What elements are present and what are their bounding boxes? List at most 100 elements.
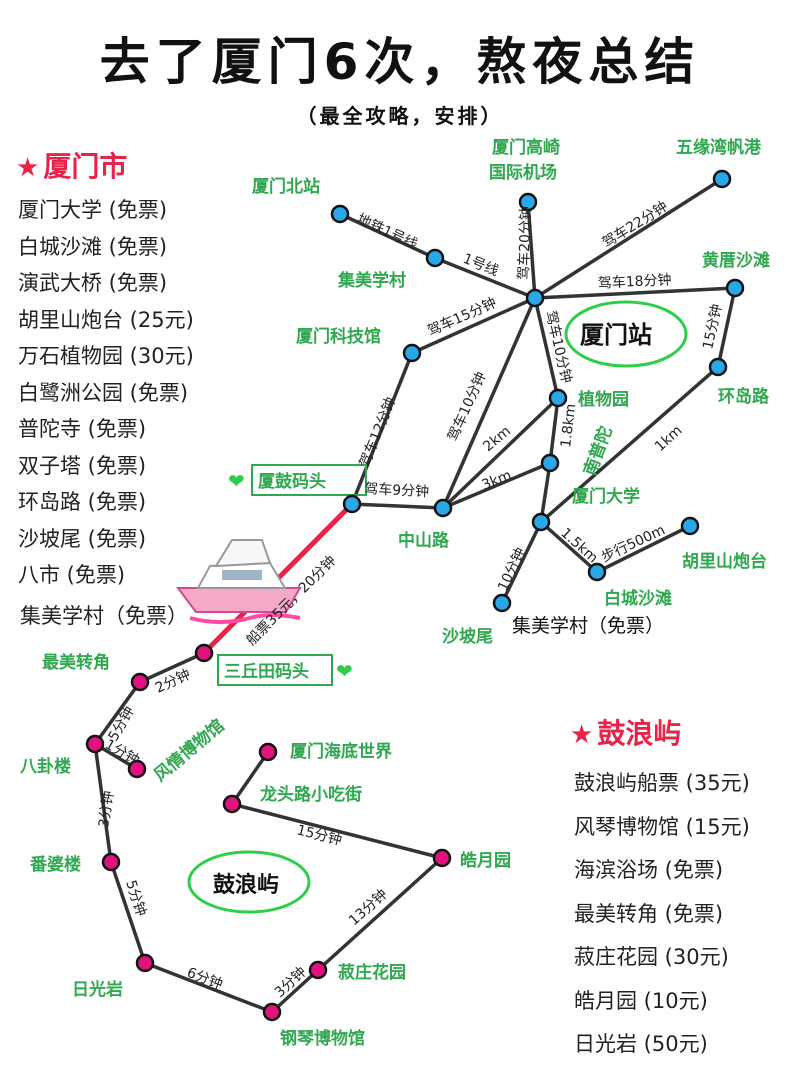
page-title: 去了厦门6次，熬夜总结 (99, 33, 701, 91)
node-longtou (222, 794, 242, 814)
label-xiagu-pier: 厦鼓码头 (258, 471, 326, 492)
edge-label-drive18: 驾车18分钟 (597, 271, 672, 292)
edge-pier-zhongshan (351, 502, 444, 510)
list-item: 演武大桥 (免票) (18, 271, 168, 295)
sanqiu-pier-box (217, 654, 333, 686)
edge-zuimei-bagua (93, 680, 142, 746)
label-gulangyu: 鼓浪屿 (213, 872, 279, 898)
xiamen-heading: ★厦门市 (16, 145, 127, 185)
label-riguang: 日光岩 (72, 979, 123, 1000)
node-haoyue (432, 848, 452, 868)
node-botanical (548, 388, 568, 408)
gulangyu-heading: ★鼓浪屿 (570, 712, 681, 752)
label-hulishan: 胡里山炮台 (682, 551, 767, 572)
edge-label-km3: 3km (480, 467, 514, 493)
node-baicheng (587, 562, 607, 582)
label-shapowei: 沙坡尾 (442, 626, 493, 647)
edge-tech-station (411, 296, 536, 355)
city-routes (339, 177, 737, 604)
edge-fanpo-riguang (109, 861, 147, 964)
node-riguang (135, 953, 155, 973)
star-icon: ★ (16, 153, 40, 183)
list-item: 白城沙滩 (免票) (18, 234, 168, 259)
node-nanputuo (540, 453, 560, 473)
label-fengqin: 风情博物馆 (150, 715, 229, 786)
edge-huandao-xmu (539, 365, 720, 524)
edge-sanqiu-zuimei (139, 651, 205, 684)
edge-botanical-nanputuo (548, 397, 560, 464)
node-xmu (531, 512, 551, 532)
xiamen-station-highlight (564, 300, 688, 368)
heart-icon: ❤ (336, 659, 353, 683)
gulangyu-attraction-list: 鼓浪屿船票 (35元)风琴博物馆 (15元)海滨浴场 (免票)最美转角 (免票)… (574, 762, 750, 1067)
edge-xmu-baicheng (539, 520, 599, 574)
edge-longtou-underwater (230, 751, 270, 805)
label-zhongshan: 中山路 (398, 530, 450, 551)
label-airport-2: 国际机场 (489, 162, 557, 183)
label-tech-museum: 厦门科技馆 (296, 326, 381, 347)
edge-label-km18: 1.8km (558, 403, 579, 449)
node-fanpo (101, 852, 121, 872)
list-item: 厦门大学 (免票) (18, 198, 168, 222)
list-item: 最美转角 (免票) (574, 901, 724, 926)
edge-label-min2: 2分钟 (153, 666, 194, 697)
edge-label-min1: 1分钟 (102, 736, 142, 769)
label-xmu: 厦门大学 (572, 486, 640, 507)
edge-label-km15: 1.5km (557, 525, 600, 566)
edge-label-drive22: 驾车22分钟 (599, 198, 671, 252)
edge-airport-station (526, 201, 537, 299)
edge-label-km2: 2km (480, 423, 514, 455)
edge-huangcuo-station (534, 286, 736, 300)
list-item: 风琴博物馆 (15元) (574, 814, 750, 839)
edge-nanputuo-zhongshan (442, 461, 551, 510)
star-icon: ★ (570, 720, 594, 750)
xiamen-heading-text: 厦门市 (43, 150, 128, 183)
label-nanputuo: 南普陀 (579, 423, 616, 478)
node-zhongshan (433, 498, 453, 518)
edge-xmu-shapowei (500, 521, 543, 604)
edge-station-zhongshan (441, 297, 537, 509)
edge-riguang-piano (144, 961, 273, 1014)
node-jimei (425, 248, 445, 268)
list-item: 沙坡尾 (免票) (18, 526, 147, 551)
list-item: 菽庄花园 (30元) (574, 945, 729, 969)
edge-piano-shuzhuang (270, 968, 320, 1014)
list-item: 鼓浪屿船票 (35元) (574, 771, 750, 795)
node-bagualou (85, 734, 105, 754)
edge-huangcuo-huandao (716, 287, 737, 368)
node-huangcuo (725, 278, 745, 298)
edge-wuyuan-station (534, 177, 723, 300)
node-north-station (330, 204, 350, 224)
list-item: 白鹭洲公园 (免票) (18, 380, 189, 405)
list-item: 双子塔 (免票) (18, 453, 147, 478)
node-wuyuan (712, 169, 732, 189)
edge-label-min6: 6分钟 (185, 964, 226, 993)
label-wuyuan: 五缘湾帆港 (676, 137, 762, 158)
node-tech-museum (402, 343, 422, 363)
edge-shuzhuang-haoyue (316, 856, 444, 972)
label-zuimei: 最美转角 (42, 652, 110, 673)
node-huandao (708, 357, 728, 377)
node-shuzhuang (308, 960, 328, 980)
edge-label-drive15: 驾车15分钟 (425, 294, 499, 340)
label-huandao: 环岛路 (718, 386, 770, 407)
list-item: 环岛路 (免票) (18, 490, 147, 514)
node-piano (262, 1002, 282, 1022)
node-fengqin (127, 759, 147, 779)
node-underwater (258, 742, 278, 762)
list-item: 皓月园 (10元) (574, 988, 708, 1013)
label-airport-1: 厦门高崎 (492, 137, 560, 158)
label-longtou: 龙头路小吃街 (259, 784, 362, 805)
label-xiamen-station: 厦门站 (580, 321, 652, 349)
label-underwater: 厦门海底世界 (290, 741, 392, 762)
edge-label-drive12: 驾车12分钟 (356, 395, 399, 470)
edge-baicheng-hulishan (596, 524, 691, 574)
edge-nanputuo-xmu (539, 462, 552, 523)
edge-jimei-station (434, 256, 536, 300)
boat-icon (176, 539, 302, 624)
list-item: 普陀寺 (免票) (18, 417, 147, 441)
edge-label-min3a: 3分钟 (95, 790, 117, 829)
node-xiamen-station (525, 288, 545, 308)
node-hulishan (680, 516, 700, 536)
